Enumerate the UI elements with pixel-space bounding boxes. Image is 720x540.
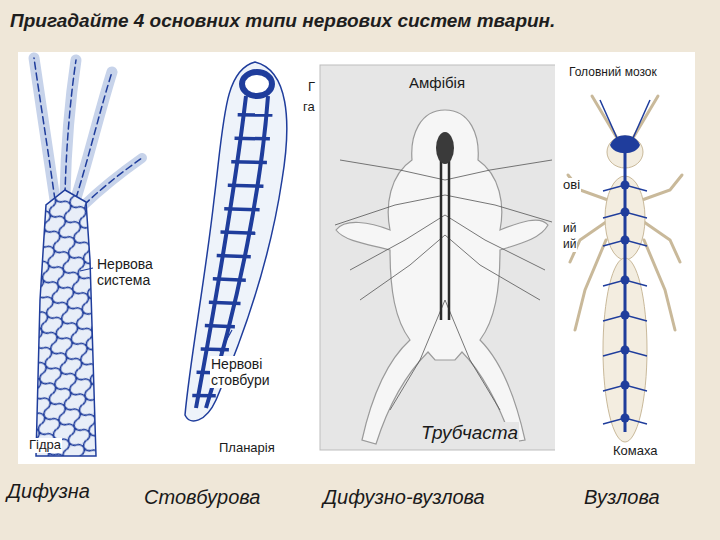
- figure-label: Комаха: [612, 444, 659, 459]
- image-ground: [18, 52, 695, 464]
- figure-label: Трубчаста: [420, 422, 519, 444]
- nerve-commissure: [201, 347, 229, 351]
- nerve-commissure: [221, 232, 256, 233]
- figure-label: ий: [562, 222, 577, 236]
- nerve-commissure: [231, 160, 267, 164]
- ganglion: [603, 311, 647, 322]
- figure-label: Нервова система: [96, 256, 178, 288]
- figure-label: Планарія: [218, 441, 276, 456]
- nerve-commissure: [217, 255, 251, 256]
- ganglion: [603, 208, 647, 219]
- ganglion: [603, 414, 647, 425]
- ganglion: [603, 181, 647, 192]
- type-caption: Вузлова: [583, 486, 661, 509]
- figure-label: ий: [562, 238, 577, 252]
- nerve-commissure: [209, 302, 241, 303]
- type-caption: Стовбурова: [143, 486, 261, 509]
- nerve-commissure: [213, 279, 246, 280]
- nerve-commissure: [228, 183, 264, 187]
- figure-label: Гідра: [28, 438, 62, 453]
- figure-label: Г: [307, 80, 316, 95]
- nerve-commissure: [224, 209, 259, 210]
- frog-figure: [320, 65, 560, 450]
- figure-label: га: [302, 100, 316, 115]
- ganglion: [603, 346, 647, 357]
- ganglion: [603, 276, 647, 287]
- type-caption: Дифузна: [6, 480, 91, 503]
- slide-title: Пригадайте 4 основних типи нервових сист…: [10, 10, 555, 32]
- figure-label: Головний мозок: [568, 66, 658, 80]
- nerve-commissure: [192, 394, 215, 398]
- nerve-commissure: [238, 113, 273, 117]
- figure-label: Нервові стовбури: [210, 356, 292, 388]
- insect-figure: [555, 52, 695, 464]
- figure-label: Амфібія: [408, 74, 466, 91]
- nerve-commissure: [205, 326, 235, 327]
- ganglion: [603, 381, 647, 392]
- figure-label: ові: [562, 178, 581, 193]
- ganglion: [603, 236, 647, 247]
- nerve-commissure: [235, 137, 270, 141]
- type-caption: Дифузно-вузлова: [322, 486, 486, 509]
